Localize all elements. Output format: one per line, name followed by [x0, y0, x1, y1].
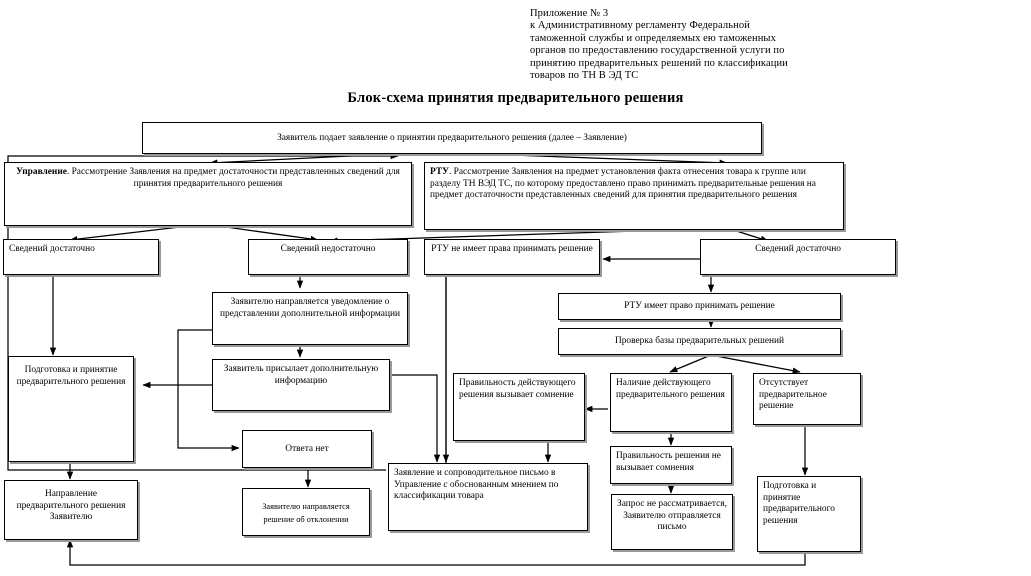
node-pravilnost-somnenie[interactable]: Правильность действующего решения вызыва… — [453, 373, 585, 441]
header-note-line-5: принятию предварительных решений по клас… — [530, 57, 788, 69]
node-zapros-ne[interactable]: Запрос не рассматривается, Заявителю отп… — [611, 494, 733, 550]
node-upravlenie-label: . Рассмотрение Заявления на предмет дост… — [66, 167, 400, 189]
node-otklonenie[interactable]: Заявителю направляется решение об отклон… — [242, 488, 370, 536]
header-note-line-2: к Административному регламенту Федеральн… — [530, 20, 750, 32]
edge-proverka-to-otsutstvuet — [710, 354, 801, 374]
node-podgotovka-left-label: Подготовка и принятие предварительного р… — [16, 365, 126, 387]
node-otveta-net-label: Ответа нет — [285, 443, 329, 454]
node-upravlenie-lead: Управление — [16, 167, 67, 177]
appendix-header-note: Приложение № 3 к Административному регла… — [530, 8, 910, 82]
node-nalichie[interactable]: Наличие действующего предварительного ре… — [610, 373, 732, 432]
node-svedeniy-nedostatochno[interactable]: Сведений недостаточно — [248, 239, 408, 275]
node-start-label: Заявитель подает заявление о принятии пр… — [277, 132, 627, 143]
node-uvedomlenie[interactable]: Заявителю направляется уведомление о пре… — [212, 292, 408, 345]
page-title: Блок-схема принятия предварительного реш… — [347, 90, 684, 106]
node-rtu-imeet-label: РТУ имеет право принимать решение — [624, 301, 775, 312]
node-napravlenie[interactable]: Направление предварительного решения Зая… — [4, 480, 138, 540]
node-svedeniy-nedostatochno-label: Сведений недостаточно — [280, 244, 376, 254]
node-svedeniy-dostatochno-right-label: Сведений достаточно — [755, 244, 841, 254]
node-rtu-ne-imeet-label: РТУ не имеет права принимать решение — [431, 244, 593, 254]
header-note-line-1: Приложение № 3 — [530, 8, 609, 19]
node-rtu[interactable]: РТУ. Рассмотрение Заявления на предмет у… — [424, 162, 844, 230]
node-rtu-lead: РТУ — [430, 167, 449, 177]
edge-proverka-to-nalichie — [669, 354, 712, 373]
header-note-line-4: органов по предоставлению государственно… — [530, 45, 785, 57]
node-rtu-imeet[interactable]: РТУ имеет право принимать решение — [558, 293, 841, 320]
node-svedeniy-dostatochno-left[interactable]: Сведений достаточно — [3, 239, 159, 275]
node-soprovoditelnoe-label: Заявление и сопроводительное письмо в Уп… — [394, 468, 559, 502]
node-prisylaet-label: Заявитель присылает дополнительную инфор… — [223, 364, 379, 386]
header-note-line-6: товаров по ТН В ЭД ТС — [530, 70, 639, 82]
node-podgotovka-right-label: Подготовка и принятие предварительного р… — [763, 481, 835, 526]
edge-upravlenie-to-nedostatochno — [204, 223, 319, 243]
node-svedeniy-dostatochno-left-label: Сведений достаточно — [9, 244, 95, 254]
node-otveta-net[interactable]: Ответа нет — [242, 430, 372, 468]
node-uvedomlenie-label: Заявителю направляется уведомление о пре… — [219, 297, 401, 319]
node-upravlenie[interactable]: Управление. Рассмотрение Заявления на пр… — [4, 162, 412, 226]
node-start[interactable]: Заявитель подает заявление о принятии пр… — [142, 122, 762, 154]
node-proverka-bazy-label: Проверка базы предварительных решений — [614, 336, 785, 347]
node-proverka-bazy[interactable]: Проверка базы предварительных решений — [558, 328, 841, 355]
node-podgotovka-right[interactable]: Подготовка и принятие предварительного р… — [757, 476, 861, 552]
node-otsutstvuet[interactable]: Отсутствует предварительное решение — [753, 373, 861, 425]
node-pravilnost-somnenie-label: Правильность действующего решения вызыва… — [459, 378, 576, 400]
header-note-line-3: таможенной службы и определяемых ею тамо… — [530, 32, 776, 44]
node-prisylaet[interactable]: Заявитель присылает дополнительную инфор… — [212, 359, 390, 411]
node-zapros-ne-label: Запрос не рассматривается, Заявителю отп… — [617, 499, 727, 533]
node-svedeniy-dostatochno-right[interactable]: Сведений достаточно — [700, 239, 896, 275]
node-rtu-label: . Рассмотрение Заявления на предмет уста… — [430, 167, 816, 201]
node-otklonenie-label: Заявителю направляется решение об отклон… — [262, 501, 350, 524]
node-rtu-ne-imeet[interactable]: РТУ не имеет права принимать решение — [424, 239, 600, 275]
node-pravilnost-ne-somnenie-label: Правильность решения не вызывает сомнени… — [616, 451, 721, 473]
node-podgotovka-left[interactable]: Подготовка и принятие предварительного р… — [8, 356, 134, 462]
node-pravilnost-ne-somnenie[interactable]: Правильность решения не вызывает сомнени… — [610, 446, 732, 484]
edge-prisylaet-to-soprovoditelnoe — [390, 374, 441, 463]
edge-upravlenie-to-dostatochno — [69, 223, 206, 243]
node-napravlenie-label: Направление предварительного решения Зая… — [16, 489, 126, 523]
node-nalichie-label: Наличие действующего предварительного ре… — [616, 378, 725, 400]
node-otsutstvuet-label: Отсутствует предварительное решение — [759, 378, 827, 412]
node-soprovoditelnoe[interactable]: Заявление и сопроводительное письмо в Уп… — [388, 463, 588, 531]
